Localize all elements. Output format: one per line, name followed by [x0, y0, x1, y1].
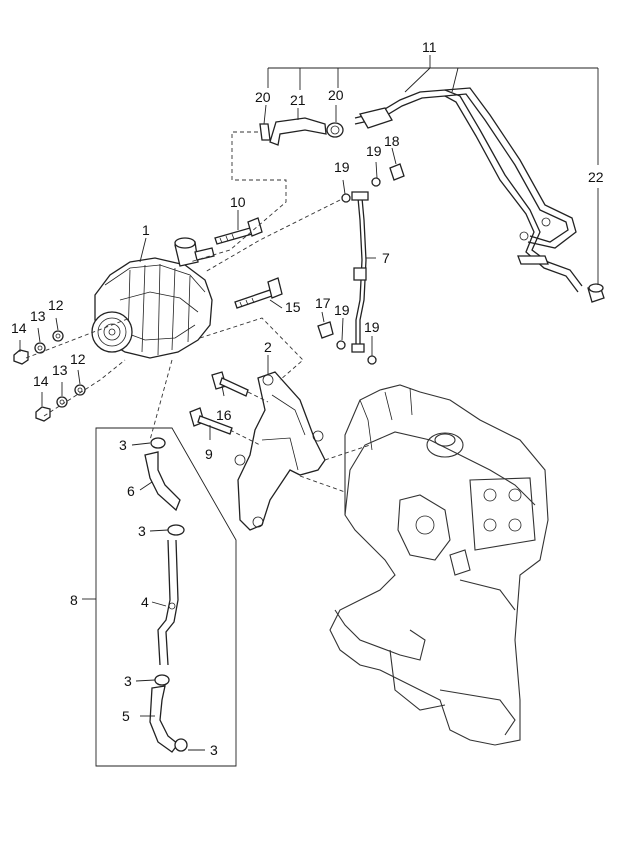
callout-1: 1: [142, 222, 150, 238]
callout-16: 16: [216, 407, 232, 423]
pipe-4: [157, 539, 179, 666]
callout-12-upper: 12: [48, 297, 64, 313]
bolt-15: [234, 277, 283, 309]
engine-block: [329, 384, 549, 746]
cap-22: [587, 283, 605, 303]
clamp-20-left: [259, 123, 271, 141]
callout-19-c: 19: [334, 302, 350, 318]
clamp-20-right: [326, 122, 344, 138]
callout-9: 9: [205, 446, 213, 462]
callout-20-left: 20: [255, 89, 271, 105]
callout-10: 10: [230, 194, 246, 210]
bolt-10: [214, 217, 263, 245]
callout-19-d: 19: [364, 319, 380, 335]
callout-14-lower: 14: [33, 373, 49, 389]
callout-12-lower: 12: [70, 351, 86, 367]
callout-17: 17: [315, 295, 331, 311]
callout-21: 21: [290, 92, 306, 108]
callout-13-upper: 13: [30, 308, 46, 324]
callout-19-a: 19: [334, 159, 350, 175]
gaskets-and-bolts: [317, 163, 405, 365]
callout-5: 5: [122, 708, 130, 724]
fastener-set-lower: [35, 384, 86, 422]
callout-22: 22: [588, 169, 604, 185]
callout-14-upper: 14: [11, 320, 27, 336]
bolt-16: [211, 371, 249, 397]
callout-19-b: 19: [366, 143, 382, 159]
callout-3-b: 3: [138, 523, 146, 539]
hose-5: [149, 685, 179, 753]
callout-13-lower: 13: [52, 362, 68, 378]
callout-7: 7: [382, 250, 390, 266]
hose-assembly-box: [95, 427, 237, 767]
callout-15: 15: [285, 299, 301, 315]
callout-20-right: 20: [328, 87, 344, 103]
hose-6: [144, 451, 181, 512]
callout-3-a: 3: [119, 437, 127, 453]
oil-feed-pipe: [354, 87, 583, 293]
callout-3-d: 3: [210, 742, 218, 758]
hose-21: [269, 117, 327, 146]
mounting-bracket: [234, 371, 326, 531]
leader-lines: [19, 55, 599, 751]
assembly-lines: [25, 131, 371, 493]
alternator: [91, 237, 215, 359]
callout-3-c: 3: [124, 673, 132, 689]
oil-return-pipe: [351, 191, 369, 353]
bolt-9: [189, 407, 233, 435]
callout-2: 2: [264, 339, 272, 355]
callout-11: 11: [422, 39, 437, 55]
callout-8: 8: [70, 592, 78, 608]
callout-18: 18: [384, 133, 400, 149]
callout-6: 6: [127, 483, 135, 499]
callout-4: 4: [141, 594, 149, 610]
